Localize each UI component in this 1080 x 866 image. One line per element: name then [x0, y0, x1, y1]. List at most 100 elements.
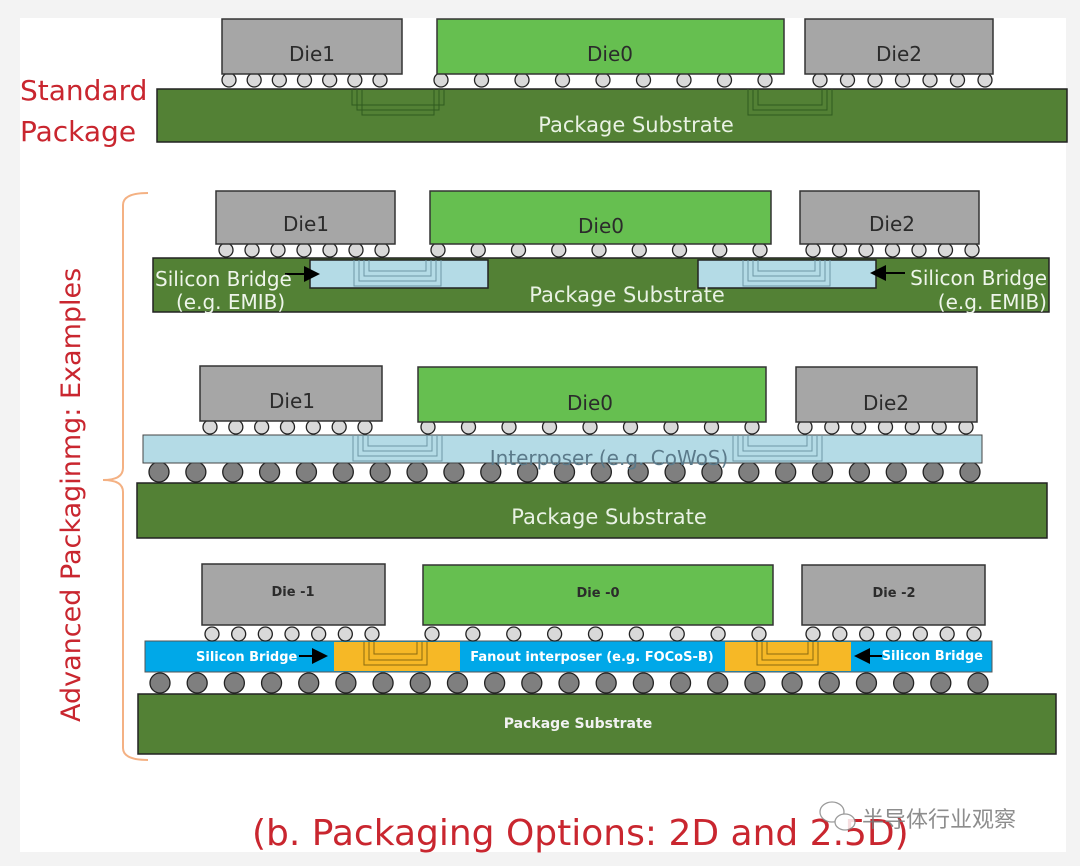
solder-bump — [470, 242, 486, 258]
solder-bump — [228, 419, 244, 435]
substrate-label: Package Substrate — [538, 113, 734, 137]
fanout-label: Fanout interposer (e.g. FOCoS-B) — [470, 650, 713, 665]
solder-bump — [558, 672, 580, 694]
solder-bumps — [221, 72, 993, 88]
substrate — [136, 482, 1048, 539]
figure-caption: (b. Packaging Options: 2D and 2.5D) — [252, 813, 909, 854]
solder-bump — [406, 461, 428, 483]
solder-bump — [270, 242, 286, 258]
solder-bump — [546, 626, 563, 642]
standard-package: Package Substrate Die1 Die0 Die2 — [156, 18, 1068, 143]
solder-bump — [149, 672, 171, 694]
solder-bump — [374, 242, 390, 258]
substrate-label: Package Substrate — [504, 716, 652, 732]
solder-bump — [257, 626, 273, 642]
solder-bump — [506, 626, 522, 642]
solder-bump — [591, 242, 607, 258]
solder-bump — [510, 242, 527, 258]
solder-bump — [337, 626, 353, 642]
solder-bump — [305, 419, 321, 435]
interposer — [142, 434, 983, 464]
solder-bump — [443, 461, 465, 483]
solder-bump — [738, 461, 760, 483]
solder-bump — [311, 626, 327, 642]
silicon-bridge-left — [309, 259, 489, 289]
solder-bump — [521, 672, 543, 694]
die-0 — [422, 564, 774, 626]
bridge-right-label: Silicon Bridge — [882, 649, 984, 664]
bridge-traces — [353, 260, 831, 287]
solder-bump — [892, 672, 915, 694]
solder-bump — [894, 72, 911, 88]
solder-bump — [595, 672, 617, 694]
solder-bump — [369, 461, 391, 483]
solder-bump — [296, 242, 312, 258]
silicon-bridge-right — [725, 642, 851, 671]
die-1-label: Die1 — [283, 212, 329, 236]
solder-bump — [949, 72, 966, 88]
solder-bump — [322, 242, 338, 258]
solder-bump — [848, 461, 871, 483]
embedded-traces — [351, 89, 833, 116]
solder-bump — [348, 242, 364, 258]
solder-bump — [587, 626, 604, 642]
solder-bump — [805, 242, 821, 258]
die-2-label: Die2 — [869, 212, 915, 236]
die-1-label: Die -1 — [271, 585, 314, 600]
solder-bump — [775, 461, 797, 483]
die-0-label: Die0 — [587, 42, 633, 66]
solder-bump — [977, 72, 993, 88]
solder-bump — [859, 626, 875, 642]
solder-bump — [922, 461, 944, 483]
solder-bump — [669, 626, 685, 642]
die-1 — [221, 18, 403, 75]
die-1 — [199, 365, 383, 422]
solder-bump — [322, 72, 338, 88]
solder-bumps — [202, 419, 974, 435]
die-0 — [417, 366, 767, 423]
solder-bump — [246, 72, 262, 88]
die-0 — [429, 190, 772, 245]
solder-bump — [831, 242, 848, 258]
solder-bump — [258, 461, 281, 483]
focos-package: Package Substrate Silicon Bridge Fanout … — [137, 563, 1057, 755]
solder-bump — [221, 72, 237, 88]
solder-bump — [372, 72, 388, 88]
standard-package-label-line1: Standard — [20, 74, 147, 107]
solder-bump — [244, 242, 260, 258]
substrate-label: Package Substrate — [529, 283, 725, 307]
solder-bump — [757, 72, 773, 88]
solder-bump — [628, 626, 645, 642]
solder-bump — [855, 672, 878, 694]
solder-bump — [357, 419, 373, 435]
solder-bump — [465, 626, 481, 642]
solder-bump — [964, 242, 980, 258]
solder-bump — [805, 626, 821, 642]
solder-bump — [254, 419, 270, 435]
solder-bump — [222, 461, 244, 483]
watermark: 半导体行业观察 — [819, 801, 1016, 833]
solder-bump — [364, 626, 380, 642]
solder-bump — [676, 72, 692, 88]
solder-bump — [595, 72, 611, 88]
solder-bump — [712, 242, 728, 258]
solder-bump — [331, 419, 347, 435]
solder-bump — [911, 242, 927, 258]
bridge-right-label-2: (e.g. EMIB) — [938, 290, 1047, 314]
solder-bump — [635, 72, 652, 88]
solder-bump — [832, 626, 848, 642]
solder-bump — [473, 72, 490, 88]
interposer-traces — [352, 435, 823, 462]
cowos-package: Package Substrate Interposer (e.g. CoWoS… — [136, 365, 1048, 539]
solder-bump — [202, 419, 218, 435]
solder-bump — [260, 672, 283, 694]
standard-package-label-line2: Package — [20, 115, 136, 148]
solder-bump — [751, 626, 767, 642]
bridge-left-label: Silicon Bridge — [196, 650, 298, 665]
solder-bump — [912, 626, 928, 642]
silicon-bridge-right — [697, 259, 877, 289]
solder-bump — [632, 672, 655, 694]
solder-bump — [707, 672, 729, 694]
solder-bump — [483, 672, 506, 694]
die-2 — [801, 564, 986, 626]
